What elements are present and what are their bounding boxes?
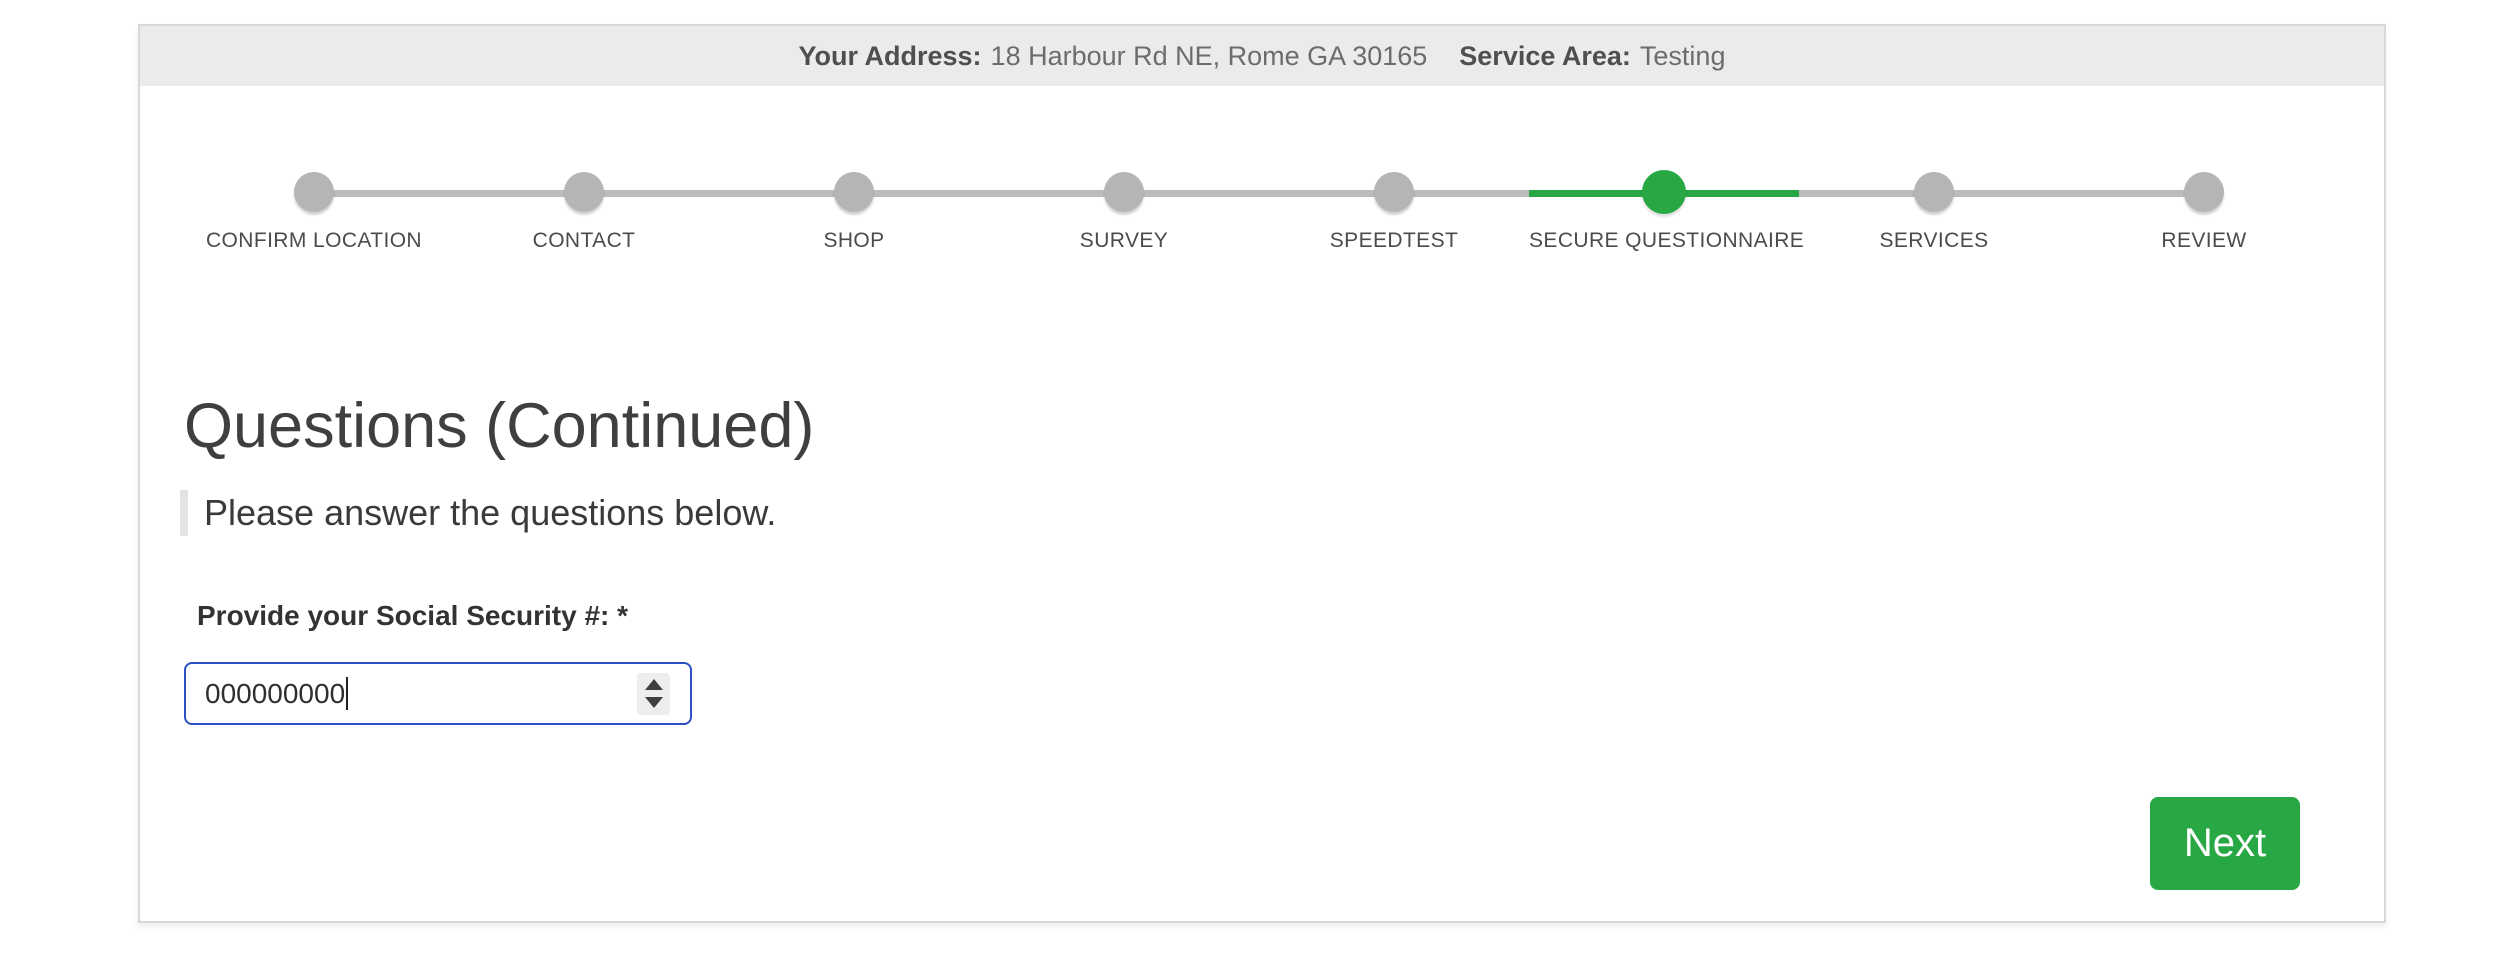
stepper-step-speedtest: SPEEDTEST bbox=[1259, 26, 1529, 286]
stepper-step-contact: CONTACT bbox=[449, 26, 719, 286]
subtitle: Please answer the questions below. bbox=[204, 492, 777, 533]
address-bar: Your Address: 18 Harbour Rd NE, Rome GA … bbox=[140, 26, 2384, 86]
stepper-step-secure-questionnaire: SECURE QUESTIONNAIRE bbox=[1529, 26, 1805, 286]
page-title: Questions (Continued) bbox=[184, 391, 815, 461]
next-button[interactable]: Next bbox=[2150, 797, 2300, 890]
step-label: REVIEW bbox=[2161, 229, 2247, 252]
stepper-step-services: SERVICES bbox=[1799, 26, 2069, 286]
ssn-input-wrap bbox=[184, 662, 692, 725]
service-area: Service Area: Testing bbox=[1459, 41, 1725, 72]
step-dot bbox=[564, 172, 604, 212]
stepper-step-shop: SHOP bbox=[719, 26, 989, 286]
step-label: SECURE QUESTIONNAIRE bbox=[1529, 229, 1805, 252]
text-caret bbox=[346, 677, 348, 710]
step-dot bbox=[1642, 170, 1686, 214]
subtitle-row: Please answer the questions below. bbox=[180, 490, 776, 536]
progress-stepper: CONFIRM LOCATION CONTACT SHOP SURVEY SPEEDTE… bbox=[140, 26, 2384, 286]
spinner-down-icon[interactable] bbox=[644, 697, 663, 708]
step-label: SURVEY bbox=[1079, 229, 1169, 252]
ssn-question-label: Provide your Social Security #: * bbox=[197, 600, 629, 631]
step-dot bbox=[834, 172, 874, 212]
step-dot bbox=[1914, 172, 1954, 212]
spinner-up-icon[interactable] bbox=[644, 679, 663, 690]
step-dot bbox=[1104, 172, 1144, 212]
service-area-label: Service Area: bbox=[1459, 40, 1631, 71]
address-label: Your Address: bbox=[798, 40, 982, 71]
step-label: SPEEDTEST bbox=[1329, 229, 1459, 252]
stepper-step-survey: SURVEY bbox=[989, 26, 1259, 286]
step-label: SHOP bbox=[823, 229, 885, 252]
quote-bar bbox=[180, 490, 188, 536]
stepper-step-confirm-location: CONFIRM LOCATION bbox=[179, 26, 449, 286]
step-dot bbox=[294, 172, 334, 212]
address-value: 18 Harbour Rd NE, Rome GA 30165 bbox=[990, 40, 1428, 71]
step-label: CONTACT bbox=[532, 229, 636, 252]
number-stepper[interactable] bbox=[637, 672, 670, 715]
wizard-card: Your Address: 18 Harbour Rd NE, Rome GA … bbox=[138, 24, 2386, 923]
step-dot bbox=[1374, 172, 1414, 212]
stepper-step-review: REVIEW bbox=[2069, 26, 2339, 286]
your-address: Your Address: 18 Harbour Rd NE, Rome GA … bbox=[799, 41, 1428, 72]
step-label: CONFIRM LOCATION bbox=[205, 229, 422, 252]
ssn-input[interactable] bbox=[186, 664, 690, 723]
service-area-value: Testing bbox=[1639, 40, 1726, 71]
step-dot bbox=[2184, 172, 2224, 212]
step-label: SERVICES bbox=[1879, 229, 1989, 252]
stepper-track bbox=[314, 190, 2204, 197]
